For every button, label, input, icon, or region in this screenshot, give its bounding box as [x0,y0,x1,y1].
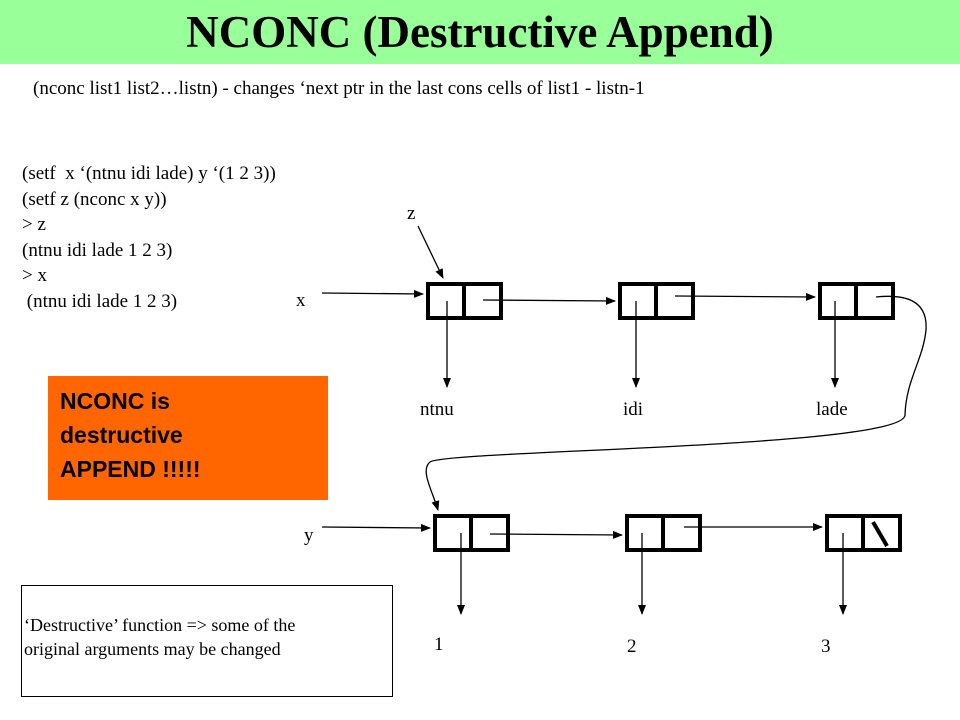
callout-text: NCONC is destructive APPEND !!!!! [60,384,201,486]
next-pointer-arrow [674,292,816,301]
pointer-label-x: x [296,290,306,311]
note-text: ‘Destructive’ function => some of the or… [24,613,295,661]
element-label: idi [623,399,644,420]
code-line: (setf x ‘(ntnu idi lade) y ‘(1 2 3)) [22,163,276,184]
pointer-label-z: z [407,203,416,224]
z-pointer-arrow [417,225,444,279]
code-line: > z [22,214,46,235]
pointer-label-y: y [304,525,314,546]
element-label: 1 [434,634,444,655]
code-line: (ntnu idi lade 1 2 3) [22,290,178,312]
element-label: 2 [627,636,637,657]
note-line: original arguments may be changed [24,639,281,659]
code-line: > x [22,265,47,286]
title-bar [0,0,960,64]
y-pointer-arrow [321,523,431,532]
element-label: ntnu [420,399,454,420]
cons-cell-1 [433,514,510,552]
note-line: ‘Destructive’ function => some of the [24,615,296,635]
callout-line: destructive [60,422,183,448]
cons-cell-2 [625,514,702,552]
note-box [21,585,393,697]
nconc-link-arrow [425,295,927,511]
code-line: (setf z (nconc x y)) [22,188,167,210]
element-label: lade [816,399,848,420]
code-line: (ntnu idi lade 1 2 3) [22,239,173,261]
slide-subtitle: (nconc list1 list2…listn) - changes ‘nex… [33,78,645,99]
code-listing: (setf x ‘(ntnu idi lade) y ‘(1 2 3)) (se… [22,161,276,314]
callout-box [48,376,328,500]
cons-cell-3-nil [825,514,902,552]
element-label: 3 [821,636,831,657]
x-pointer-arrow [321,289,424,298]
next-pointer-arrow [482,296,616,305]
cons-cell-lade [818,282,895,320]
next-pointer-arrow [489,530,623,539]
callout-line: APPEND !!!!! [60,456,201,482]
nil-slash-icon [871,520,889,548]
cons-cell-idi [618,282,695,320]
callout-line: NCONC is [60,388,170,414]
slide-title: NCONC (Destructive Append) [186,7,774,57]
cons-cell-ntnu [426,282,503,320]
